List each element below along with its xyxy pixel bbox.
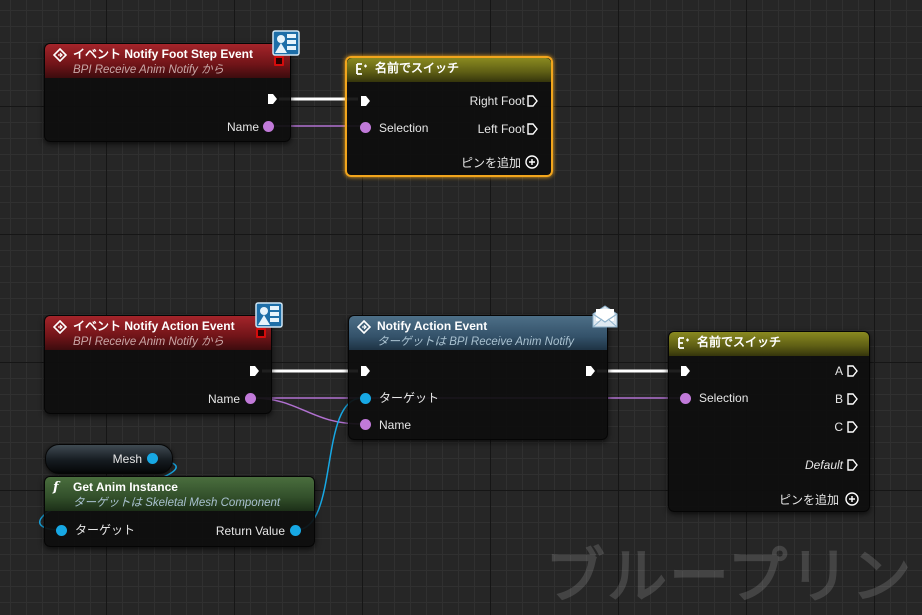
target-in-pin[interactable] bbox=[360, 393, 371, 404]
delegate-pin[interactable] bbox=[274, 56, 284, 66]
name-out-pin[interactable] bbox=[263, 121, 274, 132]
exec-out-c-pin[interactable] bbox=[847, 421, 858, 433]
node-header: イベント Notify Foot Step Event BPI Receive … bbox=[45, 44, 290, 78]
diamond-event-icon bbox=[52, 319, 68, 337]
mesh-out-pin[interactable] bbox=[147, 453, 158, 464]
selection-in-pin[interactable] bbox=[360, 122, 371, 133]
pin-label-c: C bbox=[834, 420, 843, 434]
exec-in-pin[interactable] bbox=[360, 95, 371, 107]
node-header: f Get Anim Instance ターゲットは Skeletal Mesh… bbox=[45, 477, 314, 511]
envelope-icon bbox=[591, 305, 619, 334]
pin-label-target: ターゲット bbox=[75, 523, 136, 537]
switch-on-name-action-node[interactable]: 名前でスイッチ Selection A B C Default ピンを追加 bbox=[668, 331, 870, 512]
pin-label-name: Name bbox=[226, 120, 259, 134]
exec-out-pin[interactable] bbox=[267, 93, 278, 105]
pin-label-selection: Selection bbox=[699, 391, 749, 405]
exec-out-right-foot-pin[interactable] bbox=[527, 95, 538, 107]
function-icon: f bbox=[53, 480, 59, 495]
mesh-variable-node[interactable]: Mesh bbox=[45, 444, 173, 474]
node-subtitle: BPI Receive Anim Notify から bbox=[73, 64, 225, 76]
selection-in-pin[interactable] bbox=[680, 393, 691, 404]
diamond-event-icon bbox=[356, 319, 372, 337]
node-header: 名前でスイッチ bbox=[347, 58, 551, 82]
add-pin-label[interactable]: ピンを追加 bbox=[778, 493, 839, 507]
node-header: 名前でスイッチ bbox=[669, 332, 869, 356]
diamond-event-icon bbox=[52, 47, 68, 65]
node-title: イベント Notify Action Event bbox=[73, 319, 235, 333]
node-subtitle: ターゲットは BPI Receive Anim Notify bbox=[377, 336, 575, 348]
target-in-pin[interactable] bbox=[56, 525, 67, 536]
add-pin-label[interactable]: ピンを追加 bbox=[460, 156, 521, 170]
exec-out-default-pin[interactable] bbox=[847, 459, 858, 471]
exec-out-b-pin[interactable] bbox=[847, 393, 858, 405]
name-out-pin[interactable] bbox=[245, 393, 256, 404]
name-in-pin[interactable] bbox=[360, 419, 371, 430]
pin-label-return-value: Return Value bbox=[215, 524, 285, 538]
blueprint-watermark: ブループリント bbox=[545, 543, 922, 610]
exec-in-pin[interactable] bbox=[680, 365, 691, 377]
action-event-node[interactable]: イベント Notify Action Event BPI Receive Ani… bbox=[44, 315, 272, 414]
exec-out-pin[interactable] bbox=[249, 365, 260, 377]
pin-label-b: B bbox=[834, 392, 843, 406]
node-header: Notify Action Event ターゲットは BPI Receive A… bbox=[349, 316, 607, 350]
variable-label: Mesh bbox=[112, 452, 142, 466]
add-pin-icon[interactable] bbox=[525, 155, 539, 169]
node-subtitle: BPI Receive Anim Notify から bbox=[73, 336, 225, 348]
pin-label-selection: Selection bbox=[379, 121, 429, 135]
pin-label-target: ターゲット bbox=[379, 391, 440, 405]
exec-out-pin[interactable] bbox=[585, 365, 596, 377]
get-anim-instance-node[interactable]: f Get Anim Instance ターゲットは Skeletal Mesh… bbox=[44, 476, 315, 547]
add-pin-icon[interactable] bbox=[845, 492, 859, 506]
switch-icon bbox=[677, 336, 691, 353]
node-subtitle: ターゲットは Skeletal Mesh Component bbox=[73, 497, 281, 509]
switch-on-name-foot-node[interactable]: 名前でスイッチ Selection Right Foot Left Foot ピ… bbox=[345, 56, 553, 177]
exec-out-left-foot-pin[interactable] bbox=[527, 123, 538, 135]
interface-icon bbox=[271, 29, 301, 62]
interface-icon bbox=[254, 301, 284, 334]
foot-step-event-node[interactable]: イベント Notify Foot Step Event BPI Receive … bbox=[44, 43, 291, 142]
node-title: Notify Action Event bbox=[377, 319, 488, 333]
pin-label-right-foot: Right Foot bbox=[469, 94, 525, 108]
node-title: 名前でスイッチ bbox=[697, 335, 782, 349]
notify-action-event-node[interactable]: Notify Action Event ターゲットは BPI Receive A… bbox=[348, 315, 608, 440]
node-title: 名前でスイッチ bbox=[375, 61, 460, 75]
switch-icon bbox=[355, 62, 369, 79]
pin-label-default: Default bbox=[804, 458, 843, 472]
node-title: Get Anim Instance bbox=[73, 480, 178, 494]
node-header: イベント Notify Action Event BPI Receive Ani… bbox=[45, 316, 271, 350]
pin-label-name: Name bbox=[379, 418, 412, 432]
node-title: イベント Notify Foot Step Event bbox=[73, 47, 254, 61]
delegate-pin[interactable] bbox=[256, 328, 266, 338]
return-value-out-pin[interactable] bbox=[290, 525, 301, 536]
pin-label-name: Name bbox=[207, 392, 240, 406]
pin-label-left-foot: Left Foot bbox=[477, 122, 525, 136]
exec-in-pin[interactable] bbox=[360, 365, 371, 377]
pin-label-a: A bbox=[834, 364, 843, 378]
exec-out-a-pin[interactable] bbox=[847, 365, 858, 377]
